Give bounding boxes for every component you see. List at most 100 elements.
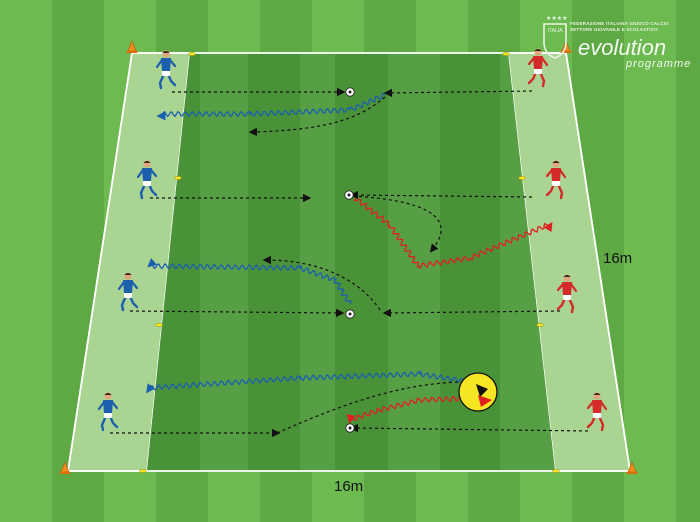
ball-patch <box>348 426 352 430</box>
dribble-path-blue <box>147 257 353 305</box>
central-stripes <box>147 53 555 471</box>
central-stripe <box>200 53 248 471</box>
marker-icon <box>188 52 196 56</box>
player-torso <box>592 400 602 413</box>
player-shorts <box>143 180 151 186</box>
player-arm <box>110 400 119 410</box>
grass-stripe <box>676 0 700 522</box>
player-shorts <box>552 180 560 186</box>
player-torso <box>142 168 152 181</box>
player-arm <box>117 280 126 291</box>
player-leg <box>158 72 166 90</box>
run-path <box>352 195 442 253</box>
figc-evolution-logo: ★★★★ ITALIA FEDERAZIONE ITALIANA GIUOCO … <box>540 12 700 72</box>
cone-base <box>626 471 638 474</box>
svg-text:★★★★: ★★★★ <box>546 15 568 22</box>
marker-icon <box>139 469 147 473</box>
federation-line-2: SETTORE GIOVANILE E SCOLASTICO <box>570 27 658 32</box>
marker-icon <box>552 469 560 473</box>
player-leg <box>120 294 128 312</box>
player-torso <box>103 400 113 413</box>
player-leg <box>128 294 139 309</box>
player-blue-icon <box>117 272 139 312</box>
player-arm <box>545 168 554 178</box>
player-arm <box>168 58 177 68</box>
brand-name: evolution <box>578 35 667 60</box>
player-red-icon <box>527 48 549 88</box>
marker-icon <box>502 52 510 56</box>
marker-icon <box>155 323 163 327</box>
cone-icon <box>59 461 71 474</box>
player-torso <box>123 280 133 293</box>
player-hair <box>552 161 560 163</box>
arrow-head-icon <box>476 384 488 397</box>
player-leg <box>556 296 567 311</box>
player-arm <box>527 56 536 66</box>
player-red-icon <box>586 392 608 432</box>
dribble-path-red <box>346 394 477 424</box>
cone-icon <box>126 40 138 53</box>
player-shorts <box>124 292 132 298</box>
player-blue-icon <box>155 50 177 90</box>
cone-base <box>126 50 138 53</box>
player-blue-icon <box>136 160 158 200</box>
player-shorts <box>534 68 542 74</box>
player-torso <box>551 168 561 181</box>
player-torso <box>161 58 171 71</box>
highlight-circle <box>458 372 498 412</box>
player-leg <box>147 182 158 197</box>
player-leg <box>586 414 597 429</box>
player-leg <box>556 182 564 200</box>
player-arm <box>155 58 164 69</box>
player-arm <box>586 400 595 410</box>
grass-stripe <box>0 0 52 522</box>
player-leg <box>527 70 538 85</box>
side-dimension-label: 16m <box>603 250 633 267</box>
player-arm <box>130 280 139 290</box>
federation-line-1: FEDERAZIONE ITALIANA GIUOCO CALCIO <box>570 21 669 26</box>
ball-icon <box>345 87 355 97</box>
ball-patch <box>347 193 351 197</box>
field-area <box>66 52 632 472</box>
field-objects <box>59 40 638 474</box>
ball-icon <box>345 309 355 319</box>
player-hair <box>143 161 151 163</box>
pass-path <box>129 308 345 318</box>
player-hair <box>124 273 132 275</box>
player-hair <box>563 275 571 277</box>
player-leg <box>108 414 119 429</box>
central-stripe <box>335 53 388 471</box>
player-leg <box>139 182 147 200</box>
player-torso <box>533 56 543 69</box>
dribble-path-blue <box>146 369 471 394</box>
player-leg <box>166 72 177 87</box>
player-shorts <box>104 412 112 418</box>
player-leg <box>597 414 605 432</box>
figc-shield-icon: ★★★★ ITALIA <box>543 15 568 59</box>
player-shorts <box>563 294 571 300</box>
player-arm <box>136 168 145 179</box>
dribble-path-blue <box>156 92 386 121</box>
movement-paths <box>110 87 589 438</box>
player-leg <box>567 296 575 314</box>
ball-icon <box>345 423 355 433</box>
badge-text: ITALIA <box>548 28 564 34</box>
marker-icon <box>518 176 526 180</box>
player-hair <box>162 51 170 53</box>
run-path <box>276 377 479 434</box>
bottom-dimension-label: 16m <box>334 478 364 495</box>
player-leg <box>538 70 546 88</box>
marker-icon <box>174 176 182 180</box>
player-blue-icon <box>97 392 119 432</box>
player-arm <box>97 400 106 411</box>
grass-stripe <box>624 0 676 522</box>
player-leg <box>100 414 108 432</box>
ball-patch <box>348 90 352 94</box>
ball-icon <box>344 190 354 200</box>
player-shorts <box>162 70 170 76</box>
player-torso <box>562 282 572 295</box>
run-path <box>383 88 533 98</box>
player-arm <box>599 400 608 411</box>
